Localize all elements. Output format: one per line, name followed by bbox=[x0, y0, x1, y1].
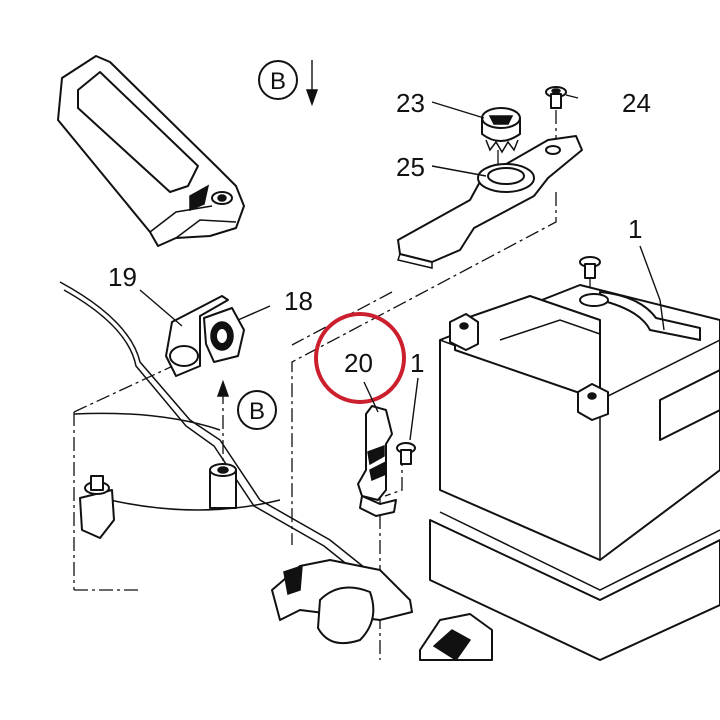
bracket-20 bbox=[357, 405, 397, 517]
screw-1-bracket bbox=[396, 442, 416, 465]
callout-19: 19 bbox=[108, 262, 137, 292]
battery-strap-bracket bbox=[397, 135, 583, 269]
callout-labels: 23 24 25 1 19 18 20 1 bbox=[108, 88, 651, 378]
frame-lower-center bbox=[271, 559, 493, 662]
callout-25: 25 bbox=[396, 152, 425, 182]
callout-1-battery: 1 bbox=[628, 214, 642, 244]
callout-20: 20 bbox=[344, 348, 373, 378]
cable-loom bbox=[59, 281, 381, 587]
frame-lower-left bbox=[73, 412, 281, 539]
callout-18: 18 bbox=[284, 286, 313, 316]
grommet-cap bbox=[481, 107, 521, 154]
nut-18 bbox=[203, 307, 245, 363]
terminal-screw bbox=[579, 256, 601, 279]
callout-24: 24 bbox=[622, 88, 651, 118]
handle-assembly bbox=[57, 55, 245, 247]
view-marker-top: B bbox=[258, 60, 319, 107]
leader-lines bbox=[139, 94, 579, 441]
view-marker-left-label: B bbox=[249, 398, 265, 425]
clip-19 bbox=[165, 295, 229, 377]
callout-23: 23 bbox=[396, 88, 425, 118]
screw-24 bbox=[545, 86, 567, 109]
battery-cable bbox=[579, 245, 701, 341]
view-marker-left: B bbox=[216, 379, 277, 430]
view-marker-top-label: B bbox=[270, 68, 286, 95]
callout-1-bracket: 1 bbox=[410, 348, 424, 378]
battery bbox=[429, 284, 720, 661]
highlight-circle bbox=[314, 312, 406, 404]
